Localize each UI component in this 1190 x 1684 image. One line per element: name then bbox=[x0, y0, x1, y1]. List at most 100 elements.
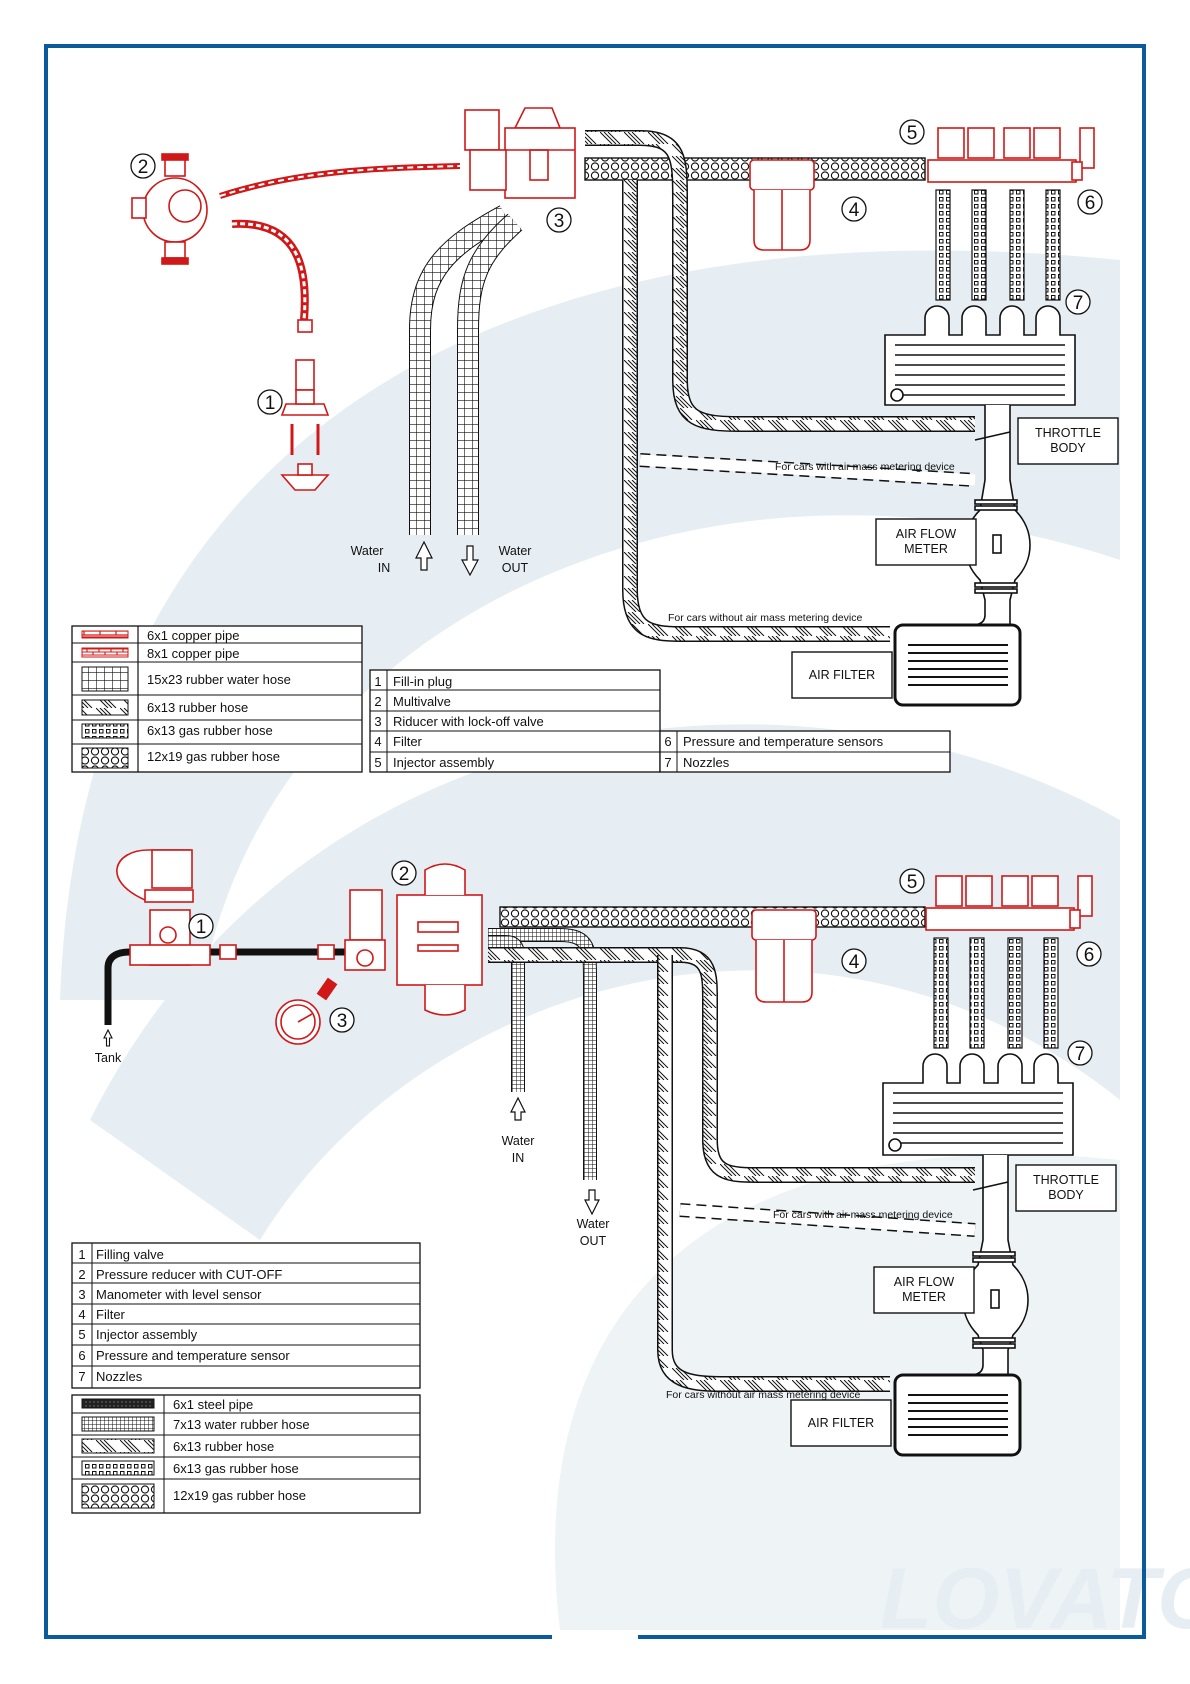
nozzle-hoses bbox=[935, 189, 1061, 301]
component-name: Pressure reducer with CUT-OFF bbox=[96, 1267, 282, 1282]
copper-pipe-6x1 bbox=[219, 163, 461, 199]
callout-2: 2 bbox=[138, 157, 149, 178]
air-filter-label: AIR FILTER bbox=[808, 1416, 874, 1430]
component-num: 2 bbox=[78, 1267, 85, 1282]
legend-label: 6x1 copper pipe bbox=[147, 628, 240, 643]
water-out-arrow-icon bbox=[584, 1189, 600, 1216]
callout-7: 7 bbox=[1073, 293, 1084, 314]
fill-in-plug bbox=[280, 319, 330, 491]
throttle-body-label-2: BODY bbox=[1050, 441, 1086, 455]
water-out-label-2: OUT bbox=[502, 561, 529, 575]
component-num: 2 bbox=[374, 694, 381, 709]
component-name: Multivalve bbox=[393, 694, 451, 709]
intake-manifold bbox=[884, 305, 1076, 406]
throttle-body-label-1: THROTTLE bbox=[1033, 1173, 1099, 1187]
component-num: 1 bbox=[78, 1247, 85, 1262]
throttle-body-label-1: THROTTLE bbox=[1035, 426, 1101, 440]
gas-hose-12x19 bbox=[499, 906, 926, 928]
water-out-label-2: OUT bbox=[580, 1234, 607, 1248]
component-name: Fill-in plug bbox=[393, 674, 452, 689]
callout-2: 2 bbox=[399, 864, 410, 885]
top-component-table: 1 Fill-in plug 2 Multivalve 3 Riducer wi… bbox=[369, 669, 951, 773]
bottom-hose-legend: 6x1 steel pipe 7x13 water rubber hose 6x… bbox=[71, 1394, 421, 1514]
note-without-meter: For cars without air mass metering devic… bbox=[668, 612, 862, 624]
nozzle-hoses bbox=[933, 937, 1059, 1049]
legend-label: 12x19 gas rubber hose bbox=[147, 749, 280, 764]
top-diagram: Water IN Water OUT bbox=[71, 107, 1119, 773]
air-flow-meter-label-2: METER bbox=[904, 542, 948, 556]
note-without-meter: For cars without air mass metering devic… bbox=[666, 1389, 860, 1401]
callout-7: 7 bbox=[1075, 1044, 1086, 1065]
component-num: 6 bbox=[78, 1348, 85, 1363]
component-name: Filling valve bbox=[96, 1247, 164, 1262]
legend-label: 6x13 rubber hose bbox=[173, 1439, 274, 1454]
note-with-meter: For cars with air mass metering device bbox=[773, 1209, 953, 1221]
water-in-label-2: IN bbox=[512, 1151, 525, 1165]
component-name: Nozzles bbox=[96, 1369, 143, 1384]
filling-valve bbox=[116, 849, 335, 966]
legend-label: 15x23 rubber water hose bbox=[147, 672, 291, 687]
component-num: 7 bbox=[664, 755, 671, 770]
background-swoosh bbox=[60, 250, 1120, 1630]
component-name: Riducer with lock-off valve bbox=[393, 714, 544, 729]
page-frame bbox=[44, 44, 1146, 1639]
bottom-callouts bbox=[188, 860, 1102, 1066]
manometer bbox=[275, 977, 338, 1045]
callout-6: 6 bbox=[1085, 193, 1096, 214]
component-name: Injector assembly bbox=[393, 755, 495, 770]
copper-pipe-8x1 bbox=[231, 219, 309, 321]
bottom-component-table: 1 Filling valve 2 Pressure reducer with … bbox=[71, 1242, 421, 1389]
component-name: Filter bbox=[96, 1307, 126, 1322]
component-num: 6 bbox=[664, 734, 671, 749]
air-flow-meter-label-1: AIR FLOW bbox=[896, 527, 957, 541]
legend-label: 6x13 gas rubber hose bbox=[147, 723, 273, 738]
component-num: 1 bbox=[374, 674, 381, 689]
tank-arrow-icon bbox=[103, 1028, 113, 1047]
callout-3: 3 bbox=[554, 211, 565, 232]
water-in-arrow-icon bbox=[510, 1096, 526, 1121]
callout-5: 5 bbox=[907, 872, 918, 893]
solenoid-valve bbox=[344, 889, 386, 971]
legend-label: 6x13 rubber hose bbox=[147, 700, 248, 715]
throttle-body-label-2: BODY bbox=[1048, 1188, 1084, 1202]
gas-filter bbox=[749, 159, 815, 251]
component-num: 4 bbox=[374, 734, 381, 749]
water-in-label-2: IN bbox=[378, 561, 391, 575]
water-in-arrow-icon bbox=[415, 540, 433, 571]
top-hose-legend: 6x1 copper pipe 8x1 copper pipe 15x23 ru… bbox=[71, 625, 363, 773]
air-filter-label: AIR FILTER bbox=[809, 668, 875, 682]
lovato-watermark: LOVATO bbox=[880, 1551, 1190, 1647]
air-filter-box bbox=[893, 1373, 1022, 1457]
intake-manifold bbox=[882, 1053, 1074, 1156]
injector-rail bbox=[925, 875, 1093, 931]
component-name: Pressure and temperature sensors bbox=[683, 734, 884, 749]
callout-1: 1 bbox=[265, 393, 276, 414]
air-filter-box bbox=[893, 623, 1022, 707]
component-num: 4 bbox=[78, 1307, 85, 1322]
callout-5: 5 bbox=[907, 123, 918, 144]
note-with-meter: For cars with air mass metering device bbox=[775, 461, 955, 473]
water-in-label-1: Water bbox=[502, 1134, 535, 1148]
component-num: 5 bbox=[78, 1327, 85, 1342]
component-num: 3 bbox=[78, 1287, 85, 1302]
component-name: Manometer with level sensor bbox=[96, 1287, 262, 1302]
callout-4: 4 bbox=[849, 952, 860, 973]
legend-label: 12x19 gas rubber hose bbox=[173, 1488, 306, 1503]
multivalve bbox=[131, 153, 208, 265]
callout-4: 4 bbox=[849, 200, 860, 221]
water-out-label-1: Water bbox=[577, 1217, 610, 1231]
injector-rail bbox=[927, 127, 1095, 183]
callout-3: 3 bbox=[337, 1011, 348, 1032]
air-flow-meter-label-2: METER bbox=[902, 1290, 946, 1304]
callout-6: 6 bbox=[1084, 945, 1095, 966]
water-out-label-1: Water bbox=[499, 544, 532, 558]
air-filter-box-label bbox=[790, 1399, 892, 1447]
air-flow-meter-label-1: AIR FLOW bbox=[894, 1275, 955, 1289]
component-name: Nozzles bbox=[683, 755, 730, 770]
gas-filter bbox=[751, 909, 817, 1003]
component-num: 3 bbox=[374, 714, 381, 729]
component-name: Filter bbox=[393, 734, 423, 749]
air-flow-meter-box bbox=[873, 1266, 975, 1314]
pressure-reducer bbox=[396, 863, 483, 1016]
